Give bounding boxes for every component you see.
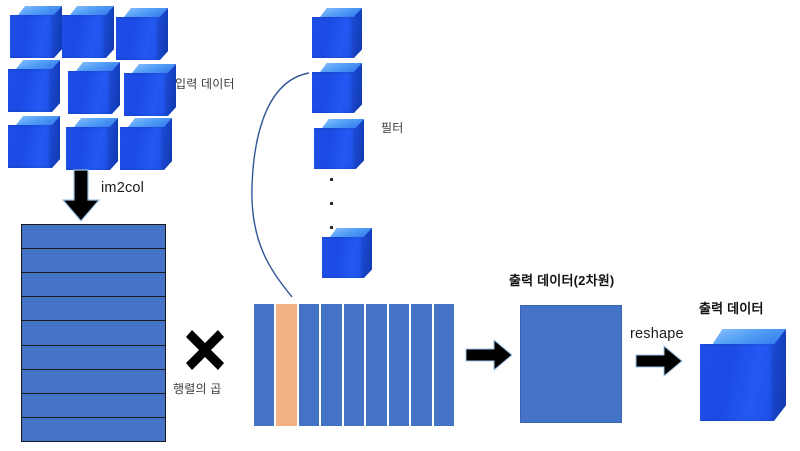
matrix-column — [298, 304, 320, 426]
input-cube — [8, 116, 60, 168]
reshape-arrow — [635, 344, 683, 378]
im2col-row-matrix — [21, 224, 166, 442]
cube-side-face — [52, 60, 60, 112]
filter-column-matrix — [254, 304, 454, 426]
multiply-icon — [186, 330, 224, 374]
filter-label: 필터 — [381, 121, 404, 135]
cube-front-face — [8, 125, 52, 168]
cube-front-face — [66, 127, 110, 170]
cube-top-face — [18, 6, 62, 15]
cube-side-face — [54, 6, 62, 58]
matrix-row — [22, 225, 165, 250]
cube-front-face — [312, 17, 354, 58]
cube-top-face — [320, 63, 362, 72]
cube-front-face — [120, 127, 164, 170]
input-data-label: 입력 데이터 — [175, 77, 235, 91]
cube-front-face — [700, 344, 774, 421]
cube-top-face — [320, 8, 362, 17]
output-2d-matrix — [520, 305, 622, 423]
matrix-column — [366, 304, 387, 426]
filter-cube — [312, 63, 362, 113]
input-cube — [68, 62, 120, 114]
cube-top-face — [330, 228, 372, 237]
input-cube — [10, 6, 62, 58]
reshape-label: reshape — [630, 326, 684, 342]
ellipsis-dot — [330, 226, 333, 229]
cube-top-face — [70, 6, 114, 15]
matrix-product-label: 행렬의 곱 — [173, 382, 222, 396]
im2col-label: im2col — [101, 180, 145, 196]
matrix-column — [343, 304, 365, 426]
input-cube — [62, 6, 114, 58]
matrix-column — [388, 304, 410, 426]
filter-cube — [314, 119, 364, 169]
cube-side-face — [354, 8, 362, 58]
cube-front-face — [10, 15, 54, 58]
matrix-row — [22, 393, 165, 418]
cube-front-face — [68, 71, 112, 114]
cube-front-face — [124, 73, 168, 116]
cube-top-face — [322, 119, 364, 128]
matrix-column-highlighted — [276, 304, 297, 426]
cube-front-face — [314, 128, 356, 169]
cube-side-face — [52, 116, 60, 168]
input-cube — [124, 64, 176, 116]
matrix-row — [22, 345, 165, 370]
cube-side-face — [774, 329, 786, 421]
cube-top-face — [74, 118, 118, 127]
output-data-cube — [700, 329, 786, 421]
cube-side-face — [168, 64, 176, 116]
cube-side-face — [356, 119, 364, 169]
filter-stack-ellipsis — [330, 178, 333, 229]
cube-side-face — [164, 118, 172, 170]
cube-top-face — [128, 118, 172, 127]
matrix-row — [22, 297, 165, 322]
matrix-column — [321, 304, 342, 426]
cube-front-face — [62, 15, 106, 58]
cube-top-face — [16, 60, 60, 69]
cube-front-face — [116, 17, 160, 60]
cube-top-face — [124, 8, 168, 17]
cube-side-face — [110, 118, 118, 170]
cube-side-face — [160, 8, 168, 60]
cube-side-face — [106, 6, 114, 58]
matrix-column — [411, 304, 432, 426]
matrix-column — [254, 304, 275, 426]
ellipsis-dot — [330, 202, 333, 205]
cube-top-face — [76, 62, 120, 71]
filter-cube — [322, 228, 372, 278]
cube-side-face — [354, 63, 362, 113]
cube-front-face — [322, 237, 364, 278]
input-cube — [8, 60, 60, 112]
matrix-row — [22, 273, 165, 298]
cube-side-face — [364, 228, 372, 278]
matrix-column — [433, 304, 454, 426]
output-data-label: 출력 데이터 — [699, 301, 764, 316]
ellipsis-dot — [330, 178, 333, 181]
matrix-row — [22, 249, 165, 274]
cube-front-face — [8, 69, 52, 112]
cube-front-face — [312, 72, 354, 113]
cube-top-face — [132, 64, 176, 73]
cube-top-face — [16, 116, 60, 125]
input-cube — [116, 8, 168, 60]
filter-cube — [312, 8, 362, 58]
to-output-arrow — [465, 338, 513, 372]
matrix-row — [22, 321, 165, 346]
matrix-row — [22, 417, 165, 441]
cube-side-face — [112, 62, 120, 114]
input-cube — [120, 118, 172, 170]
matrix-row — [22, 369, 165, 394]
output-2d-label: 출력 데이터(2차원) — [509, 273, 615, 288]
im2col-down-arrow — [61, 169, 101, 222]
cube-top-face — [712, 329, 786, 345]
input-cube — [66, 118, 118, 170]
